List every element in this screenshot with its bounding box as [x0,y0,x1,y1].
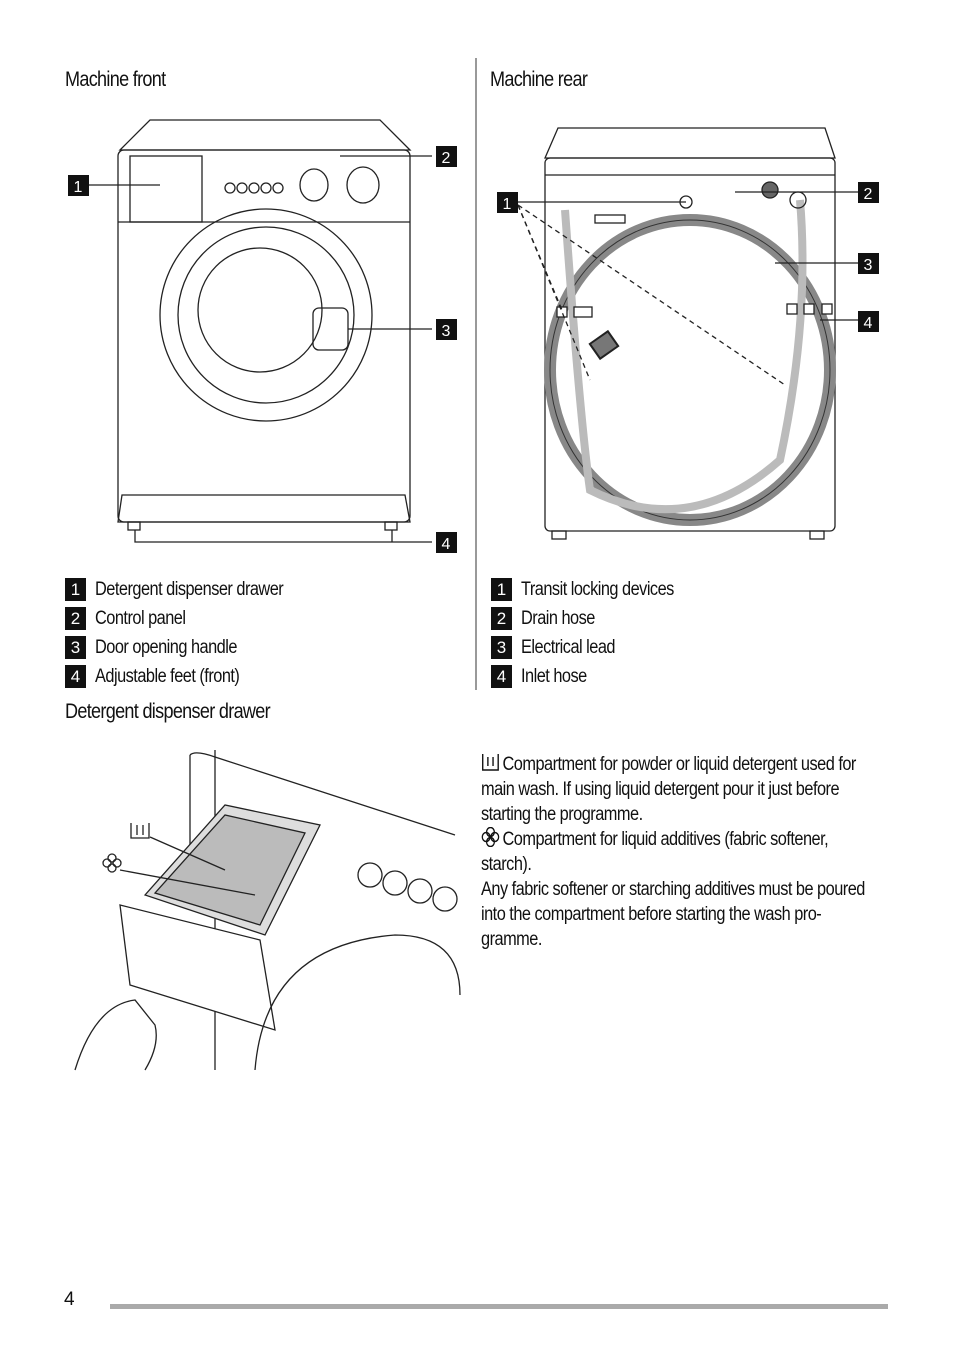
text-line: main wash. If using liquid detergent pou… [481,778,885,803]
legend-label: Detergent dispenser drawer [95,578,284,600]
detergent-drawer-heading: Detergent dispenser drawer [65,700,271,723]
legend-number: 1 [65,578,86,601]
front-callout-4: 4 [442,536,451,553]
rear-callout-2: 2 [864,186,873,203]
rear-callout-1: 1 [503,196,512,213]
legend-item: 4 Inlet hose [491,662,699,691]
rear-legend: 1 Transit locking devices 2 Drain hose 3 El… [491,575,699,691]
legend-label: Door opening handle [95,636,237,658]
text-line: Any fabric softener or starching additiv… [481,878,865,900]
fabric-softener-flower-icon [481,827,500,848]
text-line: starch). [481,853,885,878]
legend-item: 2 Control panel [65,604,314,633]
legend-number: 4 [65,665,86,688]
legend-item: 3 Door opening handle [65,633,314,662]
legend-label: Drain hose [521,607,595,629]
text-line: Compartment for powder or liquid deterge… [481,752,885,778]
text-line: Any fabric softener or starching additiv… [481,878,885,903]
legend-number: 3 [491,636,512,659]
legend-number: 1 [491,578,512,601]
rear-callout-4: 4 [864,315,873,332]
main-wash-compartment-icon [482,754,499,771]
machine-rear-illustration: 1 2 3 4 [497,127,879,540]
text-line: starting the programme. [481,803,643,825]
front-callout-3: 3 [442,323,451,340]
legend-number: 4 [491,665,512,688]
front-callout-1: 1 [74,179,83,196]
legend-label: Inlet hose [521,665,587,687]
legend-item: 3 Electrical lead [491,633,699,662]
legend-number: 2 [491,607,512,630]
text-line: starch). [481,854,532,876]
legend-item: 2 Drain hose [491,604,699,633]
legend-label: Control panel [95,607,186,629]
machine-front-illustration: 1 2 3 4 [68,119,457,553]
column-divider [475,58,477,690]
page-number: 4 [64,1289,75,1310]
legend-number: 3 [65,636,86,659]
text-line: gramme. [481,928,885,953]
drawer-description: Compartment for powder or liquid deterge… [481,752,885,952]
legend-item: 1 Transit locking devices [491,575,699,604]
text-line: Compartment for liquid additives (fabric… [502,829,829,851]
text-line: starting the programme. [481,803,885,828]
text-line: Compartment for liquid additives (fabric… [481,827,885,853]
detergent-drawer-illustration [74,750,461,1071]
machine-rear-heading: Machine rear [490,68,588,91]
front-legend: 1 Detergent dispenser drawer 2 Control pan… [65,575,314,691]
legend-number: 2 [65,607,86,630]
legend-item: 1 Detergent dispenser drawer [65,575,314,604]
legend-label: Adjustable feet (front) [95,665,240,687]
text-line: gramme. [481,928,542,950]
text-line: into the compartment before starting the… [481,903,822,925]
front-callout-2: 2 [442,150,451,167]
legend-item: 4 Adjustable feet (front) [65,662,314,691]
text-line: main wash. If using liquid detergent pou… [481,778,840,800]
footer-rule [110,1304,888,1309]
rear-callout-3: 3 [864,257,873,274]
legend-label: Electrical lead [521,636,615,658]
text-line: into the compartment before starting the… [481,903,885,928]
text-line: Compartment for powder or liquid deterge… [502,754,857,775]
machine-front-heading: Machine front [65,68,166,91]
legend-label: Transit locking devices [521,578,674,600]
